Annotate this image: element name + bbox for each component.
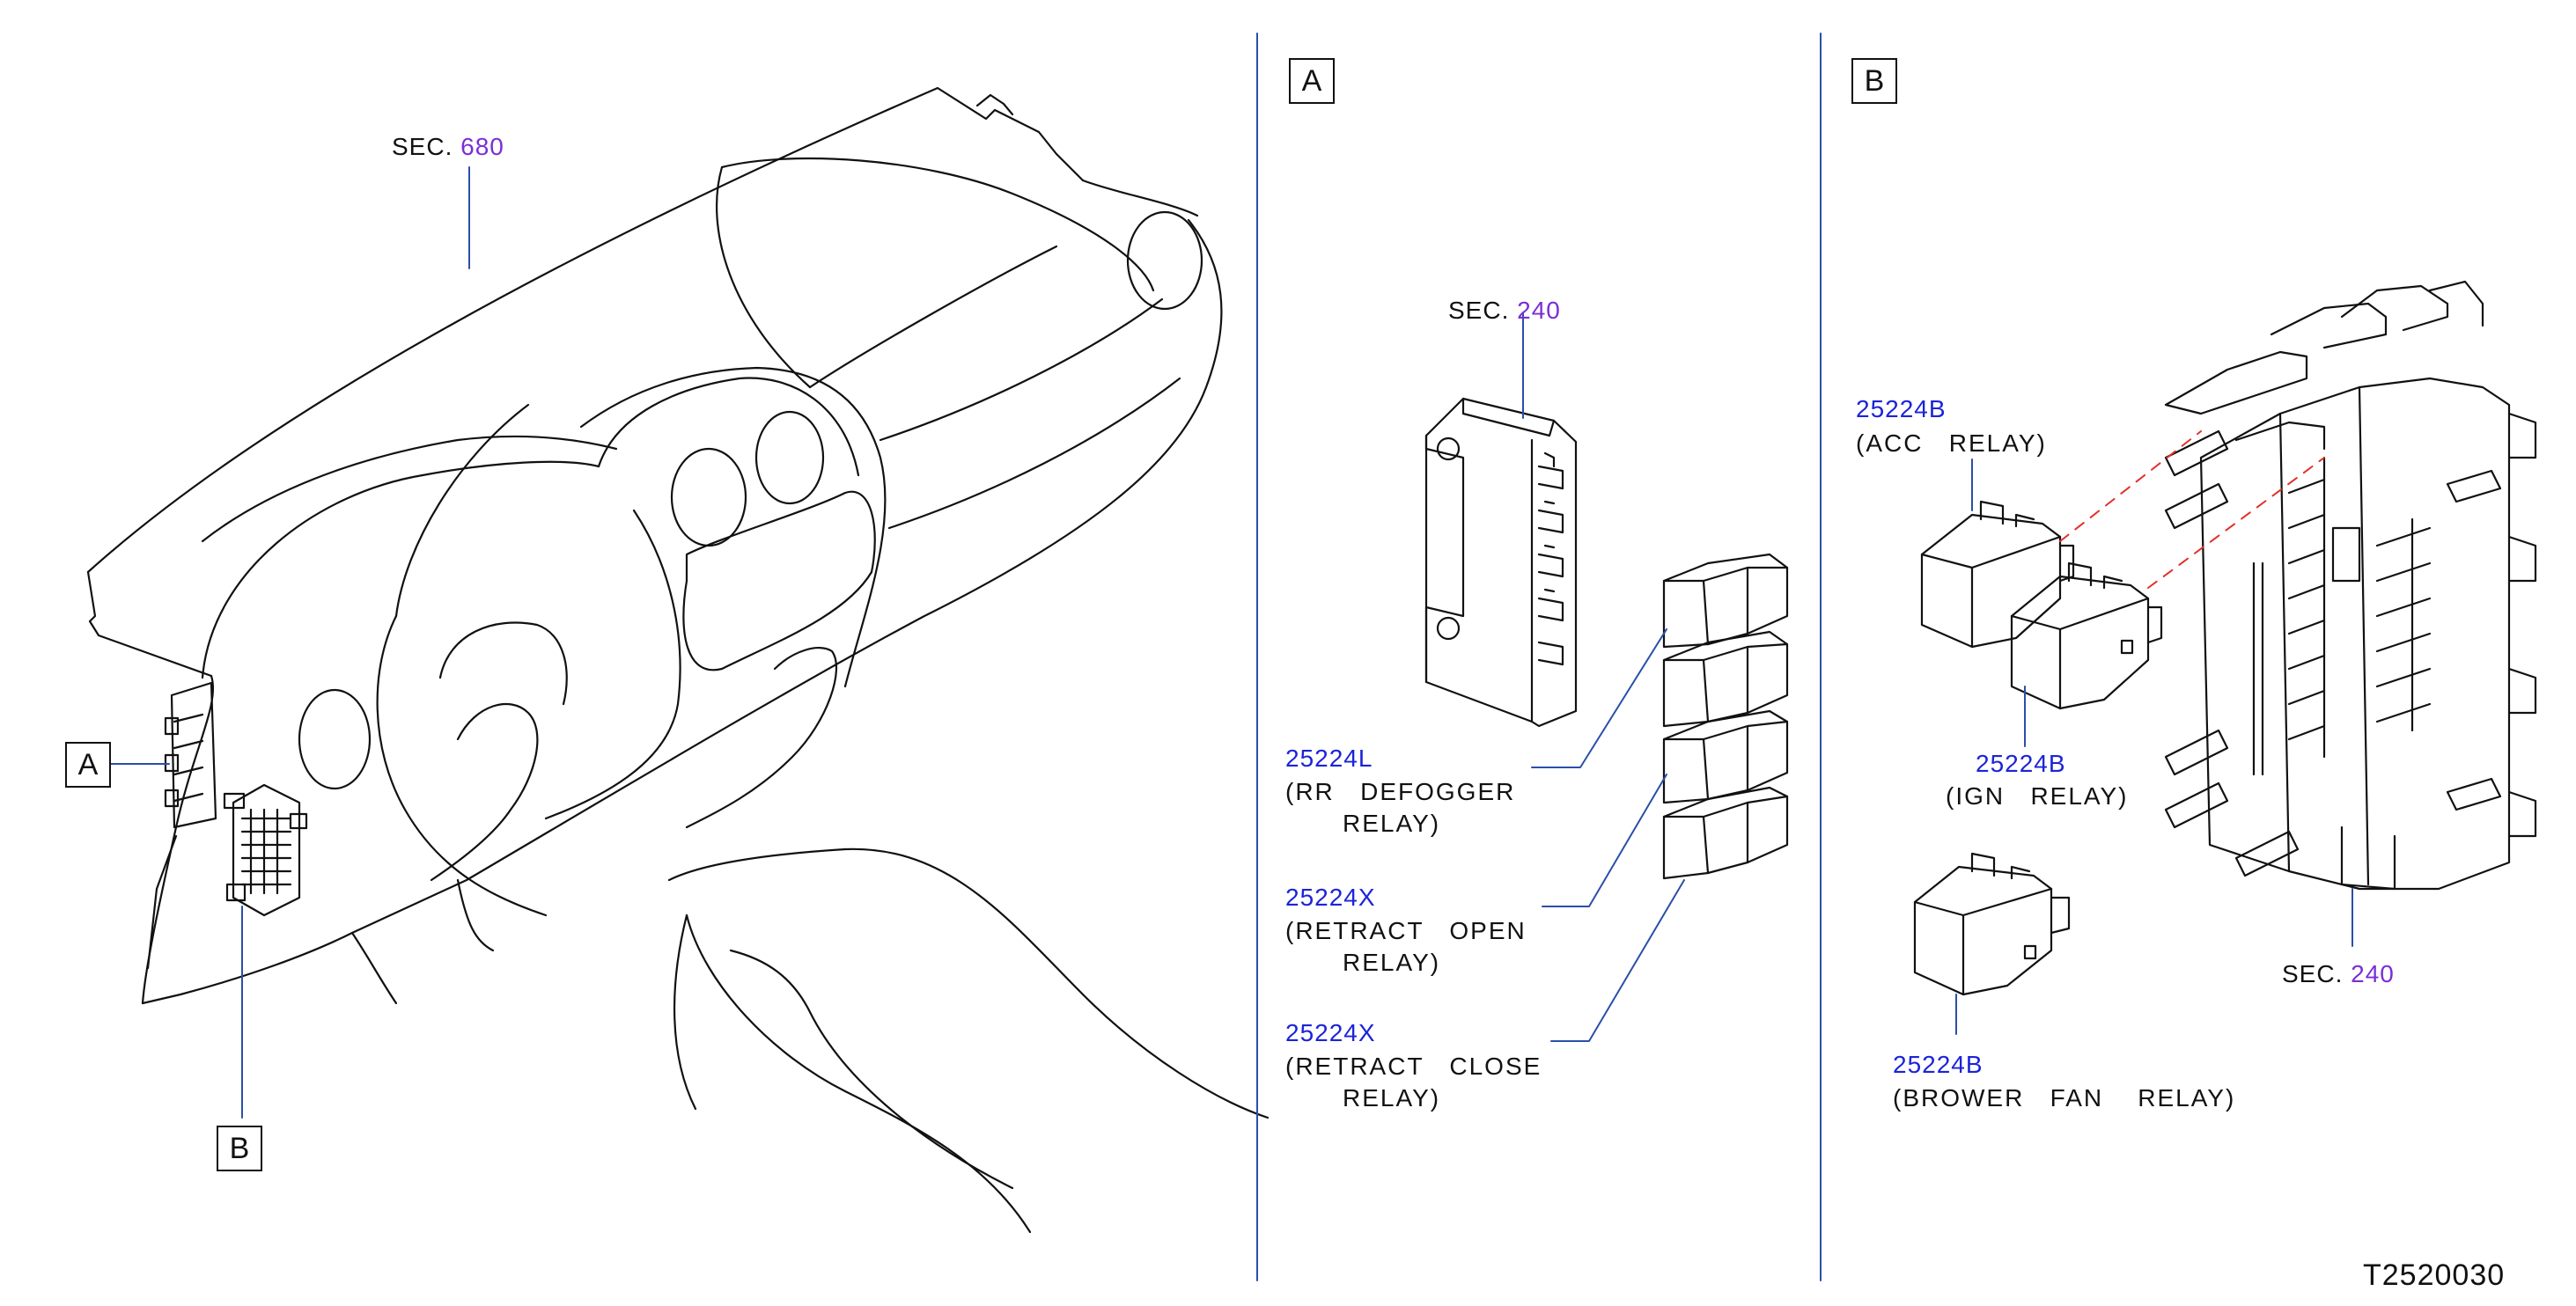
part-number-acc-relay: 25224B bbox=[1856, 395, 1947, 422]
part-desc-line2: RELAY) bbox=[1343, 949, 1441, 976]
bracket-drawing bbox=[1426, 399, 1576, 726]
ign-relay-drawing bbox=[2012, 563, 2161, 708]
sec-prefix: SEC. bbox=[1448, 297, 1510, 324]
relay-stack-drawing bbox=[1664, 554, 1787, 878]
sec240-a-label: SEC. 240 bbox=[1448, 296, 1561, 326]
blower-fan-relay-drawing bbox=[1915, 854, 2069, 994]
instrument-panel-drawing bbox=[88, 88, 1268, 1232]
part-number-25224L: 25224L bbox=[1285, 745, 1373, 772]
part-desc-acc-relay: (ACC RELAY) bbox=[1856, 429, 2047, 457]
sec-number: 240 bbox=[1517, 297, 1561, 324]
sec-prefix: SEC. bbox=[2282, 960, 2344, 987]
leader-25224L bbox=[1532, 629, 1667, 767]
leader-25224X-open bbox=[1542, 774, 1667, 906]
panel-a-header: A bbox=[1289, 58, 1335, 104]
part-number-ign-relay: 25224B bbox=[1976, 750, 2066, 777]
part-desc-line1: (RETRACT OPEN bbox=[1285, 917, 1527, 944]
callout-b-box[interactable]: B bbox=[217, 1126, 262, 1171]
acc-relay-install-line bbox=[2060, 431, 2201, 541]
acc-relay-drawing bbox=[1922, 502, 2073, 647]
sec-number: 680 bbox=[460, 133, 504, 160]
part-number-blower-fan-relay: 25224B bbox=[1893, 1051, 1984, 1078]
callout-a-box[interactable]: A bbox=[65, 742, 111, 788]
sec240-b-label: SEC. 240 bbox=[2282, 959, 2395, 989]
sec-number: 240 bbox=[2351, 960, 2395, 987]
part-desc-ign-relay: (IGN RELAY) bbox=[1946, 782, 2129, 810]
part-desc-line1: (RR DEFOGGER bbox=[1285, 778, 1516, 805]
figure-code: T2520030 bbox=[2363, 1258, 2506, 1292]
part-number-25224X-open: 25224X bbox=[1285, 884, 1376, 911]
leader-25224X-close bbox=[1551, 880, 1684, 1041]
part-desc-line2: RELAY) bbox=[1343, 1084, 1441, 1112]
part-desc-blower-fan-relay: (BROWER FAN RELAY) bbox=[1893, 1084, 2236, 1112]
panel-b-header: B bbox=[1851, 58, 1897, 104]
part-desc-line1: (RETRACT CLOSE bbox=[1285, 1053, 1542, 1080]
sec680-label: SEC. 680 bbox=[392, 132, 504, 162]
part-desc-line2: RELAY) bbox=[1343, 810, 1441, 837]
sec-prefix: SEC. bbox=[392, 133, 453, 160]
part-number-25224X-close: 25224X bbox=[1285, 1019, 1376, 1046]
ign-relay-install-line bbox=[2148, 458, 2324, 588]
junction-block-drawing bbox=[2166, 282, 2536, 889]
